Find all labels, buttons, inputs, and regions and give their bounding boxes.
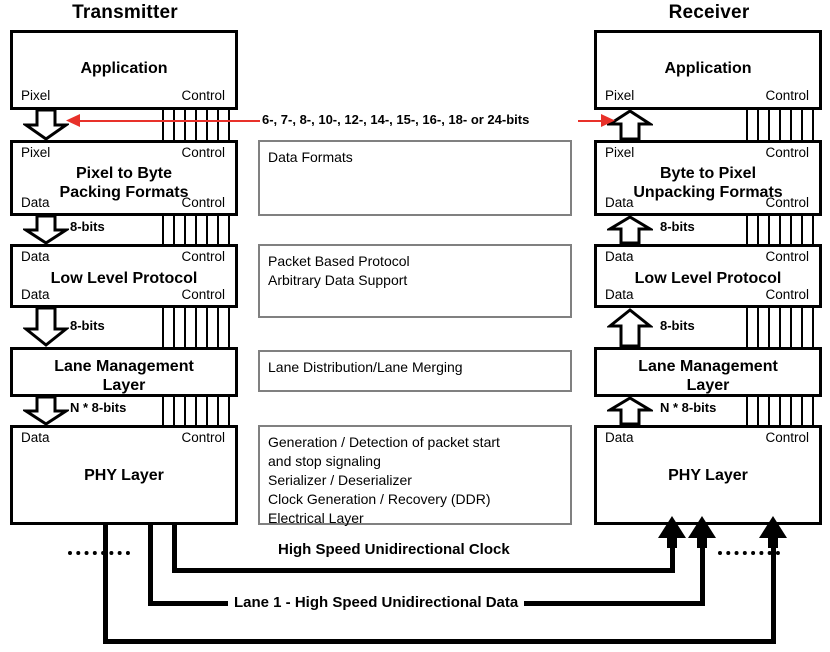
rx-bits-label-2: 8-bits [660,318,695,333]
rx-application-title: Application [664,60,752,77]
clock-horizontal-wire [172,568,675,573]
tx-phy-control-port: Control [181,430,225,445]
tx-pixel-down-arrow [23,110,69,140]
tx-data-down-arrow-1 [23,216,69,244]
tx-pixel-to-byte-title: Pixel to Byte Packing Formats [59,165,189,201]
tx-pixel-to-byte-control-out-port: Control [181,195,225,210]
rx-control-bus-3 [746,308,816,347]
tx-control-bus-3 [162,308,232,347]
tx-application-box: Application Pixel Control [10,30,238,110]
rx-control-bus-2 [746,216,816,244]
bit-width-left-arrowhead [66,113,82,133]
rx-lane-management-title: Lane Management Layer [638,358,778,394]
tx-control-bus-4 [162,397,232,425]
rx-data-up-arrow-2 [607,308,653,347]
rx-phy-layer-title: PHY Layer [668,467,748,484]
clock-riser-wire [670,545,675,571]
lane-management-desc-box: Lane Distribution/Lane Merging [258,350,572,392]
lane1-riser-wire [700,545,705,604]
tx-llp-control-in-port: Control [181,249,225,264]
tx-clock-leg [172,525,177,570]
transmitter-title: Transmitter [72,2,178,23]
phy-layer-desc-box: Generation / Detection of packet start a… [258,425,572,526]
tx-llp-data-in-port: Data [21,249,50,264]
bit-width-red-line-left [75,120,260,122]
tx-application-control-port: Control [181,88,225,103]
rx-byte-to-pixel-pixel-out-port: Pixel [605,145,635,160]
rx-application-box: Application Pixel Control [594,30,822,110]
outer-loop-riser-wire [771,545,776,642]
rx-byte-to-pixel-control-in-port: Control [765,195,809,210]
rx-data-up-arrow-3 [607,397,653,425]
tx-pixel-to-byte-pixel-in-port: Pixel [21,145,51,160]
tx-control-bus-2 [162,216,232,244]
tx-application-title: Application [80,60,168,77]
right-ellipsis-dotted-line [718,551,780,555]
tx-pixel-to-byte-control-in-port: Control [181,145,225,160]
tx-lane-management-title: Lane Management Layer [54,358,194,394]
tx-data-leg-outer [103,525,108,643]
tx-pixel-to-byte-data-out-port: Data [21,195,50,210]
tx-phy-layer-title: PHY Layer [84,467,164,484]
tx-application-pixel-port: Pixel [21,88,51,103]
rx-low-level-protocol-box: Low Level Protocol Data Control Data Con… [594,244,822,308]
rx-llp-data-out-port: Data [605,249,634,264]
rx-lane-management-box: Lane Management Layer [594,347,822,397]
rx-data-up-arrow-1 [607,216,653,244]
rx-application-pixel-port: Pixel [605,88,635,103]
tx-data-leg-inner [148,525,153,605]
tx-bits-label-2: 8-bits [70,318,105,333]
bit-width-right-arrowhead [600,113,616,133]
tx-data-down-arrow-3 [23,397,69,425]
rx-phy-data-port: Data [605,430,634,445]
rx-control-bus-1 [746,110,816,140]
tx-low-level-protocol-box: Low Level Protocol Data Control Data Con… [10,244,238,308]
rx-control-bus-4 [746,397,816,425]
low-level-protocol-desc-box: Packet Based Protocol Arbitrary Data Sup… [258,244,572,318]
rx-pixel-up-arrow [607,110,653,140]
tx-pixel-to-byte-box: Pixel to Byte Packing Formats Pixel Cont… [10,140,238,216]
rx-bits-label-1: 8-bits [660,219,695,234]
rx-bits-label-3: N * 8-bits [660,400,717,415]
rx-byte-to-pixel-control-out-port: Control [765,145,809,160]
rx-llp-control-out-port: Control [765,249,809,264]
tx-llp-control-out-port: Control [181,287,225,302]
rx-llp-data-in-port: Data [605,287,634,302]
tx-llp-data-out-port: Data [21,287,50,302]
outer-loop-horizontal-wire [103,639,776,644]
rx-phy-layer-box: PHY Layer Data Control [594,425,822,525]
data-formats-desc-box: Data Formats [258,140,572,216]
rx-llp-control-in-port: Control [765,287,809,302]
left-ellipsis-dotted-line [68,551,130,555]
tx-data-down-arrow-2 [23,308,69,347]
rx-byte-to-pixel-box: Byte to Pixel Unpacking Formats Pixel Co… [594,140,822,216]
tx-phy-layer-box: PHY Layer Data Control [10,425,238,525]
rx-phy-control-port: Control [765,430,809,445]
clock-arrowhead [655,516,689,553]
lane1-link-label: Lane 1 - High Speed Unidirectional Data [228,594,525,611]
receiver-title: Receiver [668,2,750,23]
tx-bits-label-3: N * 8-bits [70,400,127,415]
outer-loop-arrowhead [756,516,790,553]
rx-application-control-port: Control [765,88,809,103]
tx-bits-label-1: 8-bits [70,219,105,234]
rx-byte-to-pixel-data-in-port: Data [605,195,634,210]
tx-lane-management-box: Lane Management Layer [10,347,238,397]
bit-width-red-line-right [578,120,604,122]
tx-phy-data-port: Data [21,430,50,445]
rx-byte-to-pixel-title: Byte to Pixel Unpacking Formats [633,165,783,201]
tx-low-level-protocol-title: Low Level Protocol [50,270,198,287]
rx-low-level-protocol-title: Low Level Protocol [634,270,782,287]
lane1-arrowhead [685,516,719,553]
bit-width-annotation-text: 6-, 7-, 8-, 10-, 12-, 14-, 15-, 16-, 18-… [262,112,530,127]
tx-control-bus-1 [162,110,232,140]
clock-link-label: High Speed Unidirectional Clock [272,541,516,558]
